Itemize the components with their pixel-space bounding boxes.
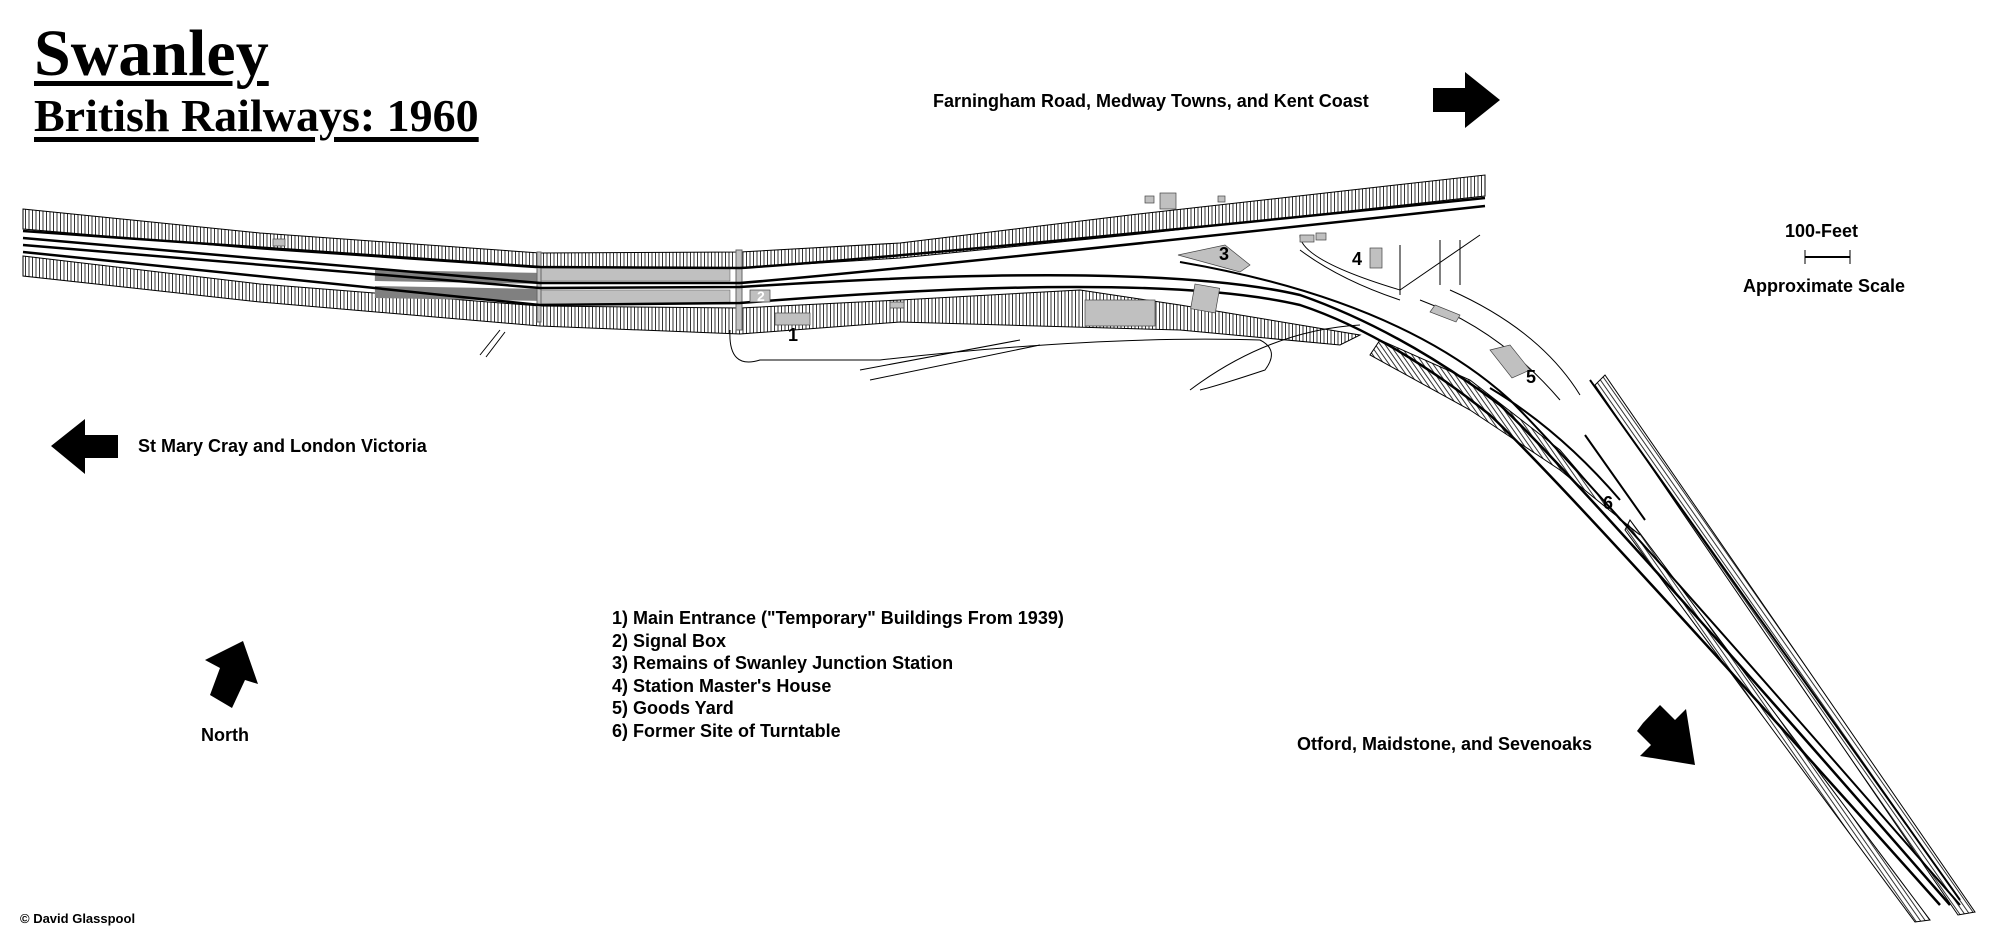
road-bridge [735, 249, 743, 331]
marker-5: 5 [1526, 367, 1537, 387]
platform-up [539, 267, 731, 282]
building [1217, 195, 1226, 203]
track [22, 204, 1486, 285]
building [1429, 304, 1461, 323]
road [859, 339, 1021, 371]
arrow-west-icon [51, 419, 118, 474]
road [479, 329, 506, 358]
copyright: © David Glasspool [20, 911, 136, 926]
marker-3: 3 [1219, 244, 1230, 264]
building-entrance [774, 312, 811, 326]
marker-1: 1 [788, 325, 799, 345]
track [22, 250, 1941, 906]
road [1189, 324, 1361, 391]
arrow-east-icon [1433, 72, 1500, 128]
building [1315, 232, 1327, 241]
road [869, 344, 1041, 381]
marker-4: 4 [1352, 249, 1363, 269]
road [1299, 234, 1481, 291]
platform-down [539, 289, 731, 305]
scale-note-label: Approximate Scale [1743, 276, 1906, 296]
legend: 1) Main Entrance ("Temporary" Buildings … [612, 607, 1064, 742]
legend-item: 3) Remains of Swanley Junction Station [612, 653, 954, 673]
building-junction-station [1177, 244, 1251, 273]
road [1399, 240, 1461, 295]
road [729, 329, 1272, 391]
legend-item: 6) Former Site of Turntable [612, 720, 841, 741]
legend-item: 5) Goods Yard [612, 698, 734, 718]
lower-embankment [22, 255, 1362, 346]
building [1159, 192, 1177, 210]
building [1299, 234, 1315, 243]
building [1190, 283, 1221, 314]
track [22, 196, 1486, 270]
upper-embankment [22, 174, 1486, 269]
marker-2: 2 [757, 288, 765, 304]
north-arrow-icon [205, 641, 258, 708]
building-station-master-house [1369, 247, 1383, 269]
road [1299, 249, 1401, 301]
building-signal-box [749, 289, 771, 303]
building [1144, 195, 1155, 204]
north-label: North [201, 725, 249, 745]
legend-item: 1) Main Entrance ("Temporary" Buildings … [612, 608, 1064, 628]
legend-item: 4) Station Master's House [612, 675, 832, 696]
marker-6: 6 [1603, 493, 1614, 513]
platform-dark-down [374, 286, 540, 301]
siding [1584, 434, 1646, 521]
building-goods-shed [1489, 344, 1531, 379]
building [272, 238, 286, 247]
turntable-line [1589, 379, 1961, 901]
road [1449, 289, 1581, 396]
building [889, 301, 905, 309]
scale-distance-label: 100-Feet [1785, 221, 1859, 241]
se-east-embankment [1594, 374, 1976, 916]
map-subtitle: British Railways: 1960 [34, 90, 479, 141]
direction-west-label: St Mary Cray and London Victoria [138, 436, 427, 456]
scale-bar [1804, 250, 1851, 264]
direction-east-label: Farningham Road, Medway Towns, and Kent … [933, 91, 1369, 111]
tracks [22, 196, 1961, 906]
legend-item: 2) Signal Box [612, 630, 727, 651]
building [1084, 299, 1156, 327]
track [22, 243, 1951, 906]
siding [1489, 387, 1621, 501]
track [1179, 261, 1961, 906]
arrow-southeast-icon [1637, 705, 1695, 765]
map-title: Swanley [34, 17, 269, 90]
direction-southeast-label: Otford, Maidstone, and Sevenoaks [1297, 734, 1593, 754]
